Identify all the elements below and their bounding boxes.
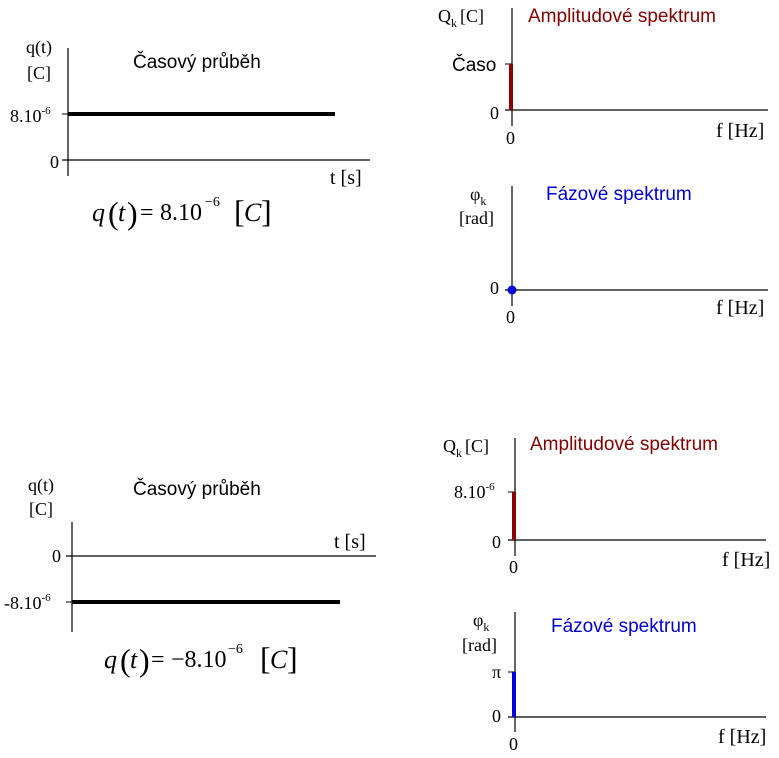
svg-text:C: C <box>270 645 288 674</box>
top-amplitude-plot: Qk[C] Amplitudové spektrum Časo 0 0 f [H… <box>438 6 768 148</box>
svg-text:=: = <box>140 200 154 226</box>
bottom-time-ylabel-line2: [C] <box>29 499 53 519</box>
bottom-amplitude-value-label: 8.10-6 <box>454 481 495 502</box>
bottom-time-value-label: -8.10-6 <box>4 592 51 613</box>
bottom-phase-zero-y: 0 <box>492 706 501 726</box>
svg-text:(: ( <box>108 195 119 231</box>
svg-text:t: t <box>118 198 126 227</box>
svg-text:−8.10: −8.10 <box>171 647 227 673</box>
top-phase-title: Fázové spektrum <box>546 184 692 205</box>
svg-text:−6: −6 <box>205 195 220 210</box>
bottom-phase-plot: φk [rad] Fázové spektrum π 0 0 f [Hz] <box>462 610 766 754</box>
bottom-phase-xlabel: f [Hz] <box>718 726 766 748</box>
bottom-phase-pi-label: π <box>492 662 501 682</box>
bottom-time-zero-label: 0 <box>52 546 61 566</box>
bottom-amplitude-ylabel: Qk[C] <box>443 436 489 460</box>
svg-text:[: [ <box>260 640 271 676</box>
bottom-amplitude-plot: Qk[C] Amplitudové spektrum 8.10-6 0 0 f … <box>443 434 770 577</box>
top-phase-ylabel-sym: φk <box>470 184 486 208</box>
svg-text:t: t <box>130 645 138 674</box>
top-amplitude-title: Amplitudové spektrum <box>528 6 716 27</box>
svg-text:q: q <box>104 645 117 674</box>
bottom-phase-title: Fázové spektrum <box>551 616 697 637</box>
top-phase-point <box>507 285 517 295</box>
bottom-time-title: Časový průběh <box>133 478 261 500</box>
top-time-zero-label: 0 <box>50 152 59 172</box>
top-amplitude-bar-label: Časo <box>452 54 496 76</box>
bottom-phase-ylabel-sym: φk <box>473 610 489 634</box>
bottom-time-equation: q ( t ) = −8.10 −6 [ C ] <box>104 640 298 678</box>
top-amplitude-zero-x: 0 <box>506 128 515 148</box>
svg-text:q: q <box>92 198 105 227</box>
top-phase-zero-y: 0 <box>490 278 499 298</box>
top-phase-zero-x: 0 <box>506 307 515 327</box>
top-amplitude-zero-y: 0 <box>490 103 499 123</box>
bottom-phase-ylabel-unit: [rad] <box>462 635 497 655</box>
svg-text:): ) <box>127 195 138 231</box>
bottom-time-ylabel-line1: q(t) <box>28 475 54 496</box>
top-time-ylabel-line2: [C] <box>27 63 51 83</box>
top-time-value-label: 8.10-6 <box>10 105 51 126</box>
svg-text:8.10: 8.10 <box>160 200 202 226</box>
top-time-ylabel-line1: q(t) <box>26 37 52 58</box>
top-time-xlabel: t [s] <box>330 167 362 189</box>
svg-text:): ) <box>139 642 150 678</box>
bottom-amplitude-zero-x: 0 <box>509 557 518 577</box>
top-phase-ylabel-unit: [rad] <box>459 208 494 228</box>
bottom-amplitude-xlabel: f [Hz] <box>722 549 770 571</box>
top-amplitude-xlabel: f [Hz] <box>716 120 764 142</box>
top-time-plot: q(t) [C] Časový průběh 8.10-6 0 t [s] q … <box>10 37 370 231</box>
svg-text:C: C <box>244 198 262 227</box>
bottom-phase-zero-x: 0 <box>509 734 518 754</box>
svg-text:(: ( <box>120 642 131 678</box>
top-time-equation: q ( t ) = 8.10 −6 [ C ] <box>92 193 272 231</box>
svg-text:=: = <box>151 647 165 673</box>
svg-text:−6: −6 <box>228 642 243 657</box>
top-phase-xlabel: f [Hz] <box>716 297 764 319</box>
svg-text:[: [ <box>234 193 245 229</box>
bottom-time-xlabel: t [s] <box>334 531 366 553</box>
top-amplitude-ylabel: Qk[C] <box>438 6 484 30</box>
top-phase-plot: φk [rad] Fázové spektrum 0 0 f [Hz] <box>459 184 768 327</box>
svg-text:]: ] <box>261 193 272 229</box>
top-time-title: Časový průběh <box>133 51 261 73</box>
bottom-time-plot: q(t) [C] Časový průběh 0 -8.10-6 t [s] q… <box>4 475 376 678</box>
bottom-amplitude-title: Amplitudové spektrum <box>530 434 718 455</box>
bottom-amplitude-zero-y: 0 <box>492 532 501 552</box>
svg-text:]: ] <box>287 640 298 676</box>
